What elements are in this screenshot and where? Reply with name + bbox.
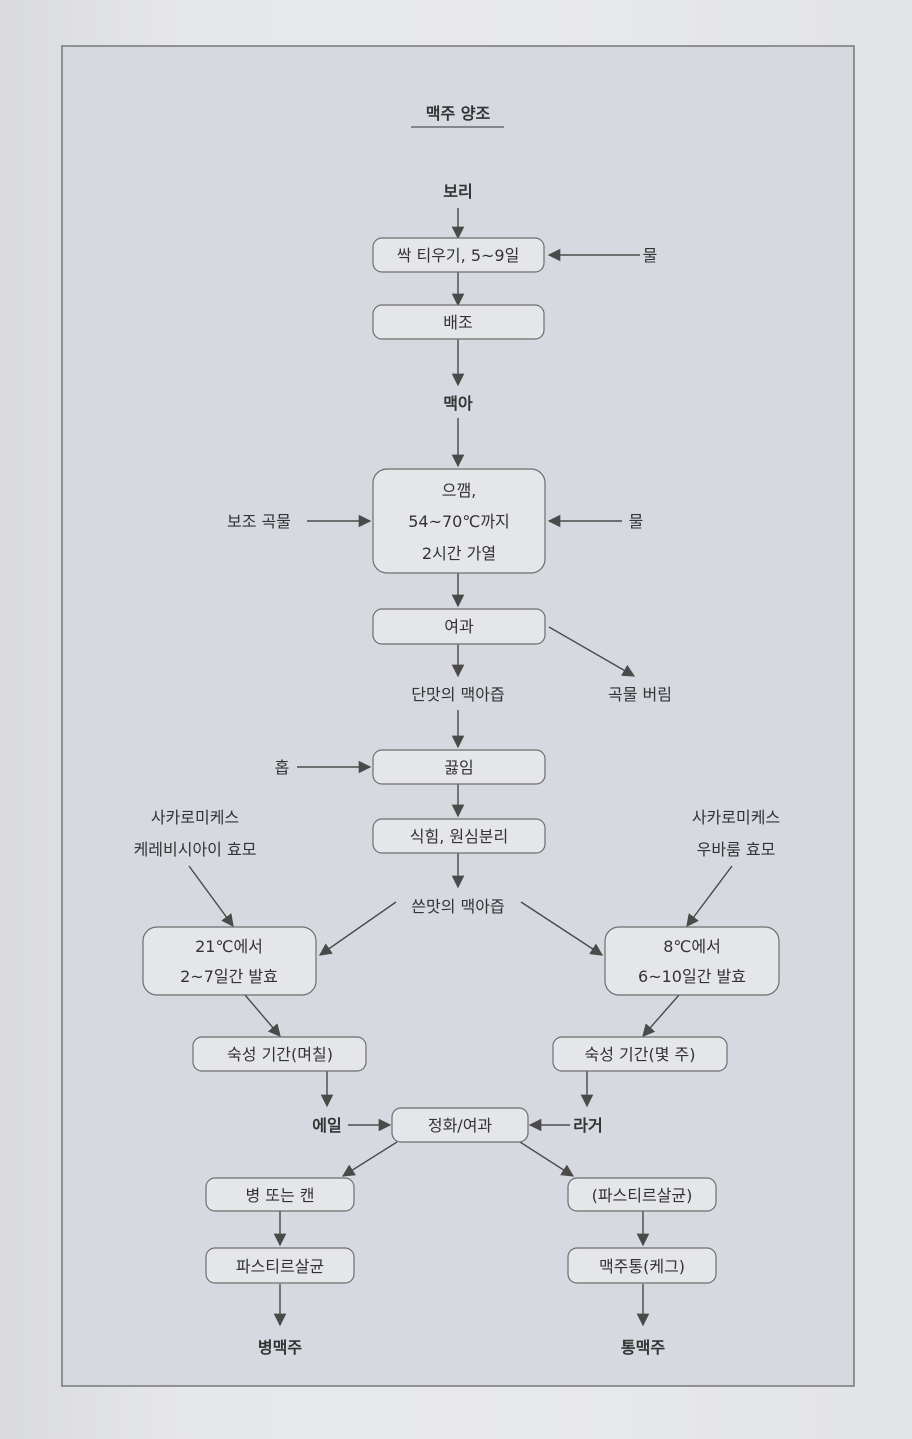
germinate-box: 싹 티우기, 5~9일 [372, 237, 545, 273]
barley-label: 보리 [443, 182, 472, 201]
svg-text:싹 티우기, 5~9일: 싹 티우기, 5~9일 [397, 246, 520, 265]
svg-text:21℃에서: 21℃에서 [195, 937, 263, 956]
svg-text:2시간 가열: 2시간 가열 [422, 544, 496, 563]
lager-label: 라거 [573, 1116, 602, 1135]
grain-discard-label: 곡물 버림 [608, 685, 672, 704]
sweet-wort-label: 단맛의 맥아즙 [411, 685, 504, 704]
adjunct-grain-label: 보조 곡물 [227, 512, 291, 531]
hops-label: 홉 [275, 758, 290, 777]
svg-text:54~70℃까지: 54~70℃까지 [408, 512, 510, 531]
svg-text:2~7일간 발효: 2~7일간 발효 [180, 967, 278, 986]
svg-text:6~10일간 발효: 6~10일간 발효 [638, 967, 746, 986]
svg-text:병 또는 캔: 병 또는 캔 [245, 1186, 314, 1205]
ale-label: 에일 [312, 1116, 341, 1135]
svg-text:여과: 여과 [444, 617, 474, 636]
keg-box: 맥주통(케그) [567, 1247, 717, 1284]
svg-text:으깸,: 으깸, [442, 481, 477, 500]
svg-text:파스티르살균: 파스티르살균 [236, 1257, 324, 1276]
dry-box: 배조 [372, 304, 545, 340]
svg-text:끓임: 끓임 [444, 758, 473, 777]
bitter-wort-label: 쓴맛의 맥아즙 [411, 897, 504, 916]
connectors [188, 208, 733, 1327]
pasteurize-box: 파스티르살균 [205, 1247, 355, 1284]
water-input-2: 물 [629, 512, 644, 531]
svg-text:(파스티르살균): (파스티르살균) [592, 1186, 693, 1205]
pasteurize-optional-box: (파스티르살균) [567, 1177, 717, 1212]
yeast-left-line2: 케레비시아이 효모 [134, 840, 257, 859]
cool-box: 식힘, 원심분리 [372, 818, 546, 854]
svg-text:식힘, 원심분리: 식힘, 원심분리 [410, 827, 509, 846]
bottled-beer-label: 병맥주 [258, 1338, 302, 1357]
ferment-left-box: 21℃에서 2~7일간 발효 [142, 926, 317, 996]
yeast-right-line1: 사카로미케스 [692, 808, 780, 827]
svg-text:배조: 배조 [443, 313, 472, 332]
bottle-can-box: 병 또는 캔 [205, 1177, 355, 1212]
filter-box: 여과 [372, 608, 546, 645]
clarify-box: 정화/여과 [391, 1107, 529, 1143]
age-right-box: 숙성 기간(몇 주) [552, 1036, 728, 1072]
yeast-left-line1: 사카로미케스 [151, 808, 239, 827]
svg-text:숙성 기간(며칠): 숙성 기간(며칠) [227, 1045, 333, 1064]
svg-text:정화/여과: 정화/여과 [428, 1116, 493, 1135]
ferment-right-box: 8℃에서 6~10일간 발효 [604, 926, 780, 996]
svg-text:맥주통(케그): 맥주통(케그) [599, 1257, 685, 1276]
diagram-title: 맥주 양조 [426, 104, 491, 123]
svg-text:숙성 기간(몇 주): 숙성 기간(몇 주) [585, 1045, 696, 1064]
water-input-1: 물 [643, 246, 658, 265]
svg-text:8℃에서: 8℃에서 [663, 937, 721, 956]
yeast-right-line2: 우바룸 효모 [697, 840, 776, 859]
age-left-box: 숙성 기간(며칠) [192, 1036, 367, 1072]
mash-box: 으깸, 54~70℃까지 2시간 가열 [372, 468, 546, 574]
keg-beer-label: 통맥주 [621, 1338, 665, 1357]
malt-label: 맥아 [443, 394, 473, 413]
boil-box: 끓임 [372, 749, 546, 785]
